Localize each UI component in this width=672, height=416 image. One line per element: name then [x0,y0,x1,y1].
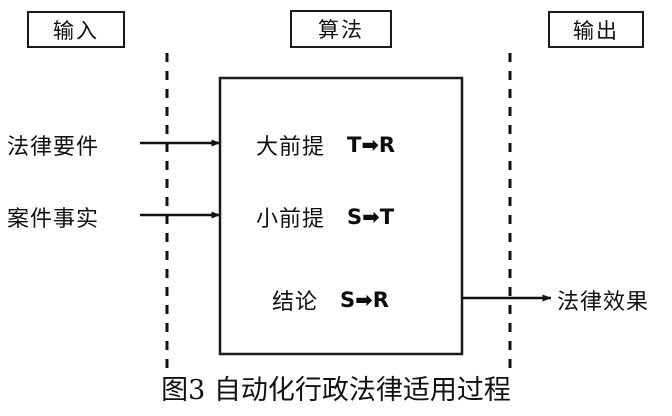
input-label-case-facts: 案件事实 [7,207,100,232]
input-label-legal-requirement: 法律要件 [7,135,100,160]
conclusion-formula: S➡R [340,288,389,312]
conclusion-label: 结论 [272,290,319,315]
minor-premise-label: 小前提 [256,207,326,232]
header-label-algorithm: 算法 [318,18,364,42]
header-box-algorithm: 算法 [290,10,392,48]
major-premise-label: 大前提 [256,135,326,160]
header-box-output: 输出 [548,11,644,48]
header-label-input: 输入 [53,18,99,43]
header-box-input: 输入 [27,11,125,48]
algorithm-row-major-premise: 大前提 T➡R [256,129,395,161]
output-label-legal-effect: 法律效果 [557,290,650,315]
algorithm-row-conclusion: 结论 S➡R [272,284,389,316]
algorithm-row-minor-premise: 小前提 S➡T [256,201,394,233]
minor-premise-formula: S➡T [347,205,395,229]
major-premise-formula: T➡R [347,133,396,157]
figure-caption: 图3 自动化行政法律适用过程 [161,375,511,406]
header-label-output: 输出 [573,18,619,43]
